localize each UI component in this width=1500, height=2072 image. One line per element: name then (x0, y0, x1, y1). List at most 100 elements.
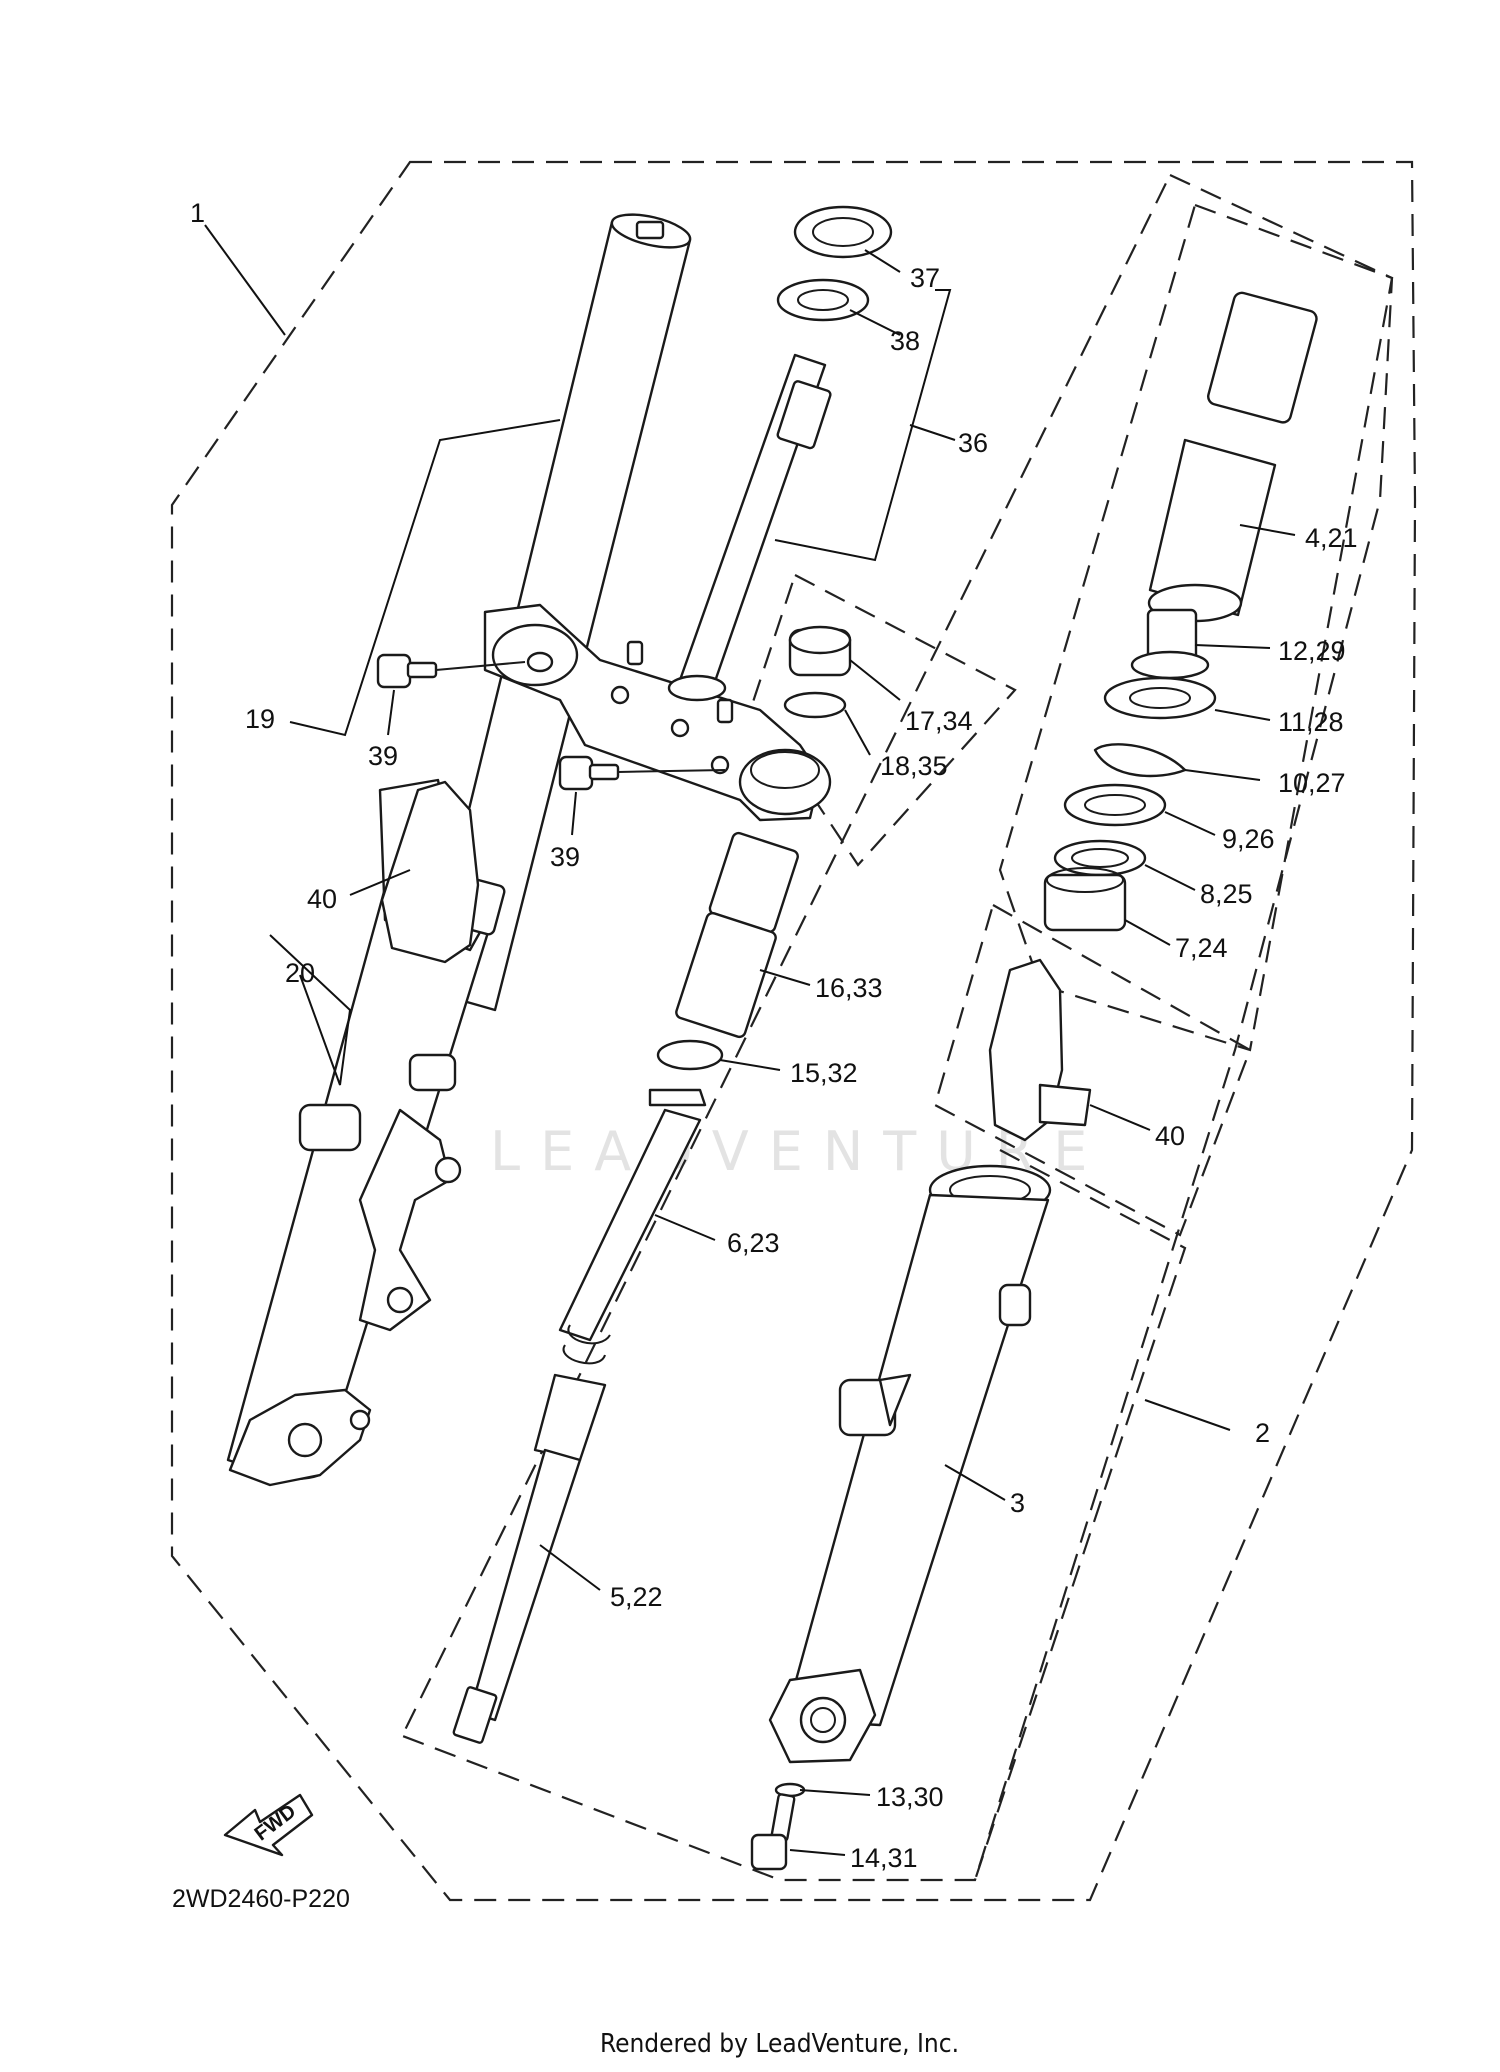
leader-3 (944, 1464, 1006, 1501)
damper-rod-base (667, 674, 727, 702)
damper-rod-5-22 (468, 1448, 582, 1722)
bolts-39 (376, 653, 726, 791)
pinch-bolt-20 (349, 1409, 371, 1431)
outer-tube-3-assembly (750, 1164, 1052, 1871)
clamp-right-ring (738, 748, 832, 816)
outer-tube-3-axle-hole (799, 1696, 847, 1744)
washer-38 (776, 278, 870, 322)
leader-39a (387, 689, 395, 736)
caliper-mount-upper (408, 1053, 457, 1092)
fork-guide-40-right (988, 958, 1092, 1142)
clamp-tab-a (626, 640, 644, 666)
leader-4-21 (1239, 524, 1296, 536)
leader-16-33 (759, 969, 811, 986)
dust-seal-7-24-top (1046, 867, 1124, 893)
boundary-assembly-1 (170, 160, 1417, 1902)
label-10-27: 10,27 (1278, 768, 1346, 798)
leader-10-27 (1184, 769, 1261, 781)
fwd-arrow-shape (223, 1793, 314, 1857)
label-37: 37 (910, 263, 940, 293)
bolt-39-lower-head (558, 755, 594, 791)
fender-mount-a (298, 1103, 362, 1152)
leader-9-26 (1164, 811, 1216, 836)
damper-cartridge-36 (667, 205, 893, 702)
boundary-cap-set (750, 573, 1017, 867)
washer-38-inner (797, 289, 849, 311)
label-40-right: 40 (1155, 1121, 1185, 1151)
outer-tube-3-lug-fin (878, 1373, 912, 1427)
clamp-right-bore (750, 751, 820, 789)
outer-tube-3-axle-hole-inner (810, 1707, 836, 1733)
collar-16-33 (675, 911, 777, 1039)
label-20: 20 (285, 958, 315, 988)
clamp-left-hole (526, 651, 554, 673)
outer-tube-3-side-mount (998, 1283, 1032, 1327)
oil-seal-9-26-inner (1084, 794, 1146, 816)
label-38: 38 (890, 326, 920, 356)
boundary-lower-2 (973, 1149, 1187, 1881)
caliper-bolt-hole-a (434, 1156, 462, 1184)
leader-17-34 (849, 659, 901, 701)
axle-hole-20 (287, 1422, 323, 1458)
leader-20 (269, 934, 352, 1086)
fork-guide-40-left-body (380, 780, 480, 964)
leader-40b (1089, 1104, 1151, 1131)
spring-upper-coils (648, 1088, 707, 1107)
label-1: 1 (190, 198, 205, 228)
fork-spring-6-23 (558, 1108, 702, 1342)
damper-rod-step (776, 380, 832, 450)
washer-11-28 (1103, 676, 1217, 720)
bolt-14-31-head (750, 1833, 788, 1871)
clip-10-27 (1093, 743, 1187, 778)
label-18-35: 18,35 (880, 751, 948, 781)
leader-2 (1144, 1399, 1231, 1431)
damper-rod-tip (452, 1686, 498, 1744)
collar-12-29-flange (1130, 650, 1210, 680)
render-credit: Rendered by LeadVenture, Inc. (600, 2029, 959, 2059)
label-13-30: 13,30 (876, 1782, 944, 1812)
seal-37 (793, 205, 893, 259)
label-39-upper: 39 (368, 741, 398, 771)
assembly-boundaries (170, 160, 1417, 1902)
leader-1 (204, 224, 286, 336)
leader-37 (864, 249, 901, 273)
bolt-39-upper-shank (406, 661, 438, 679)
label-7-24: 7,24 (1175, 933, 1228, 963)
label-17-34: 17,34 (905, 706, 973, 736)
cap-bolt-top (788, 625, 852, 655)
label-9-26: 9,26 (1222, 824, 1275, 854)
leader-15-32 (719, 1059, 781, 1071)
label-5-22: 5,22 (610, 1582, 663, 1612)
right-inner-parts (1043, 291, 1318, 932)
spring-lower-coils (562, 1324, 611, 1365)
clamp-hole-a (610, 685, 630, 705)
bushing-upper (1207, 291, 1318, 424)
leader-40a (349, 869, 411, 896)
label-6-23: 6,23 (727, 1228, 780, 1258)
bolt-39-lower-axis (617, 769, 726, 773)
bolt-39-upper-axis (435, 661, 526, 671)
leader-11-28 (1214, 709, 1271, 721)
washer-11-28-inner (1129, 687, 1191, 709)
leader-38 (849, 309, 901, 336)
label-8-25: 8,25 (1200, 879, 1253, 909)
washer-15-32 (656, 1039, 724, 1071)
label-4-21: 4,21 (1305, 523, 1358, 553)
leader-14-31 (789, 1849, 846, 1856)
leader-12-29 (1194, 644, 1271, 649)
leader-6-23 (654, 1214, 716, 1241)
label-2: 2 (1255, 1418, 1270, 1448)
boundary-guide-40 (933, 903, 1252, 1237)
rebound-spring (533, 1373, 607, 1462)
leader-8-25 (1144, 864, 1196, 891)
label-12-29: 12,29 (1278, 636, 1346, 666)
dust-seal-7-24 (1043, 873, 1127, 932)
bolt-39-lower-shank (588, 763, 620, 781)
outer-tube-3-body (783, 1193, 1050, 1727)
leader-7-24 (1124, 919, 1171, 946)
cap-bolt-set (783, 625, 852, 719)
label-39-lower: 39 (550, 842, 580, 872)
clamp-hole-b (670, 718, 690, 738)
leader-13-30 (799, 1789, 871, 1796)
